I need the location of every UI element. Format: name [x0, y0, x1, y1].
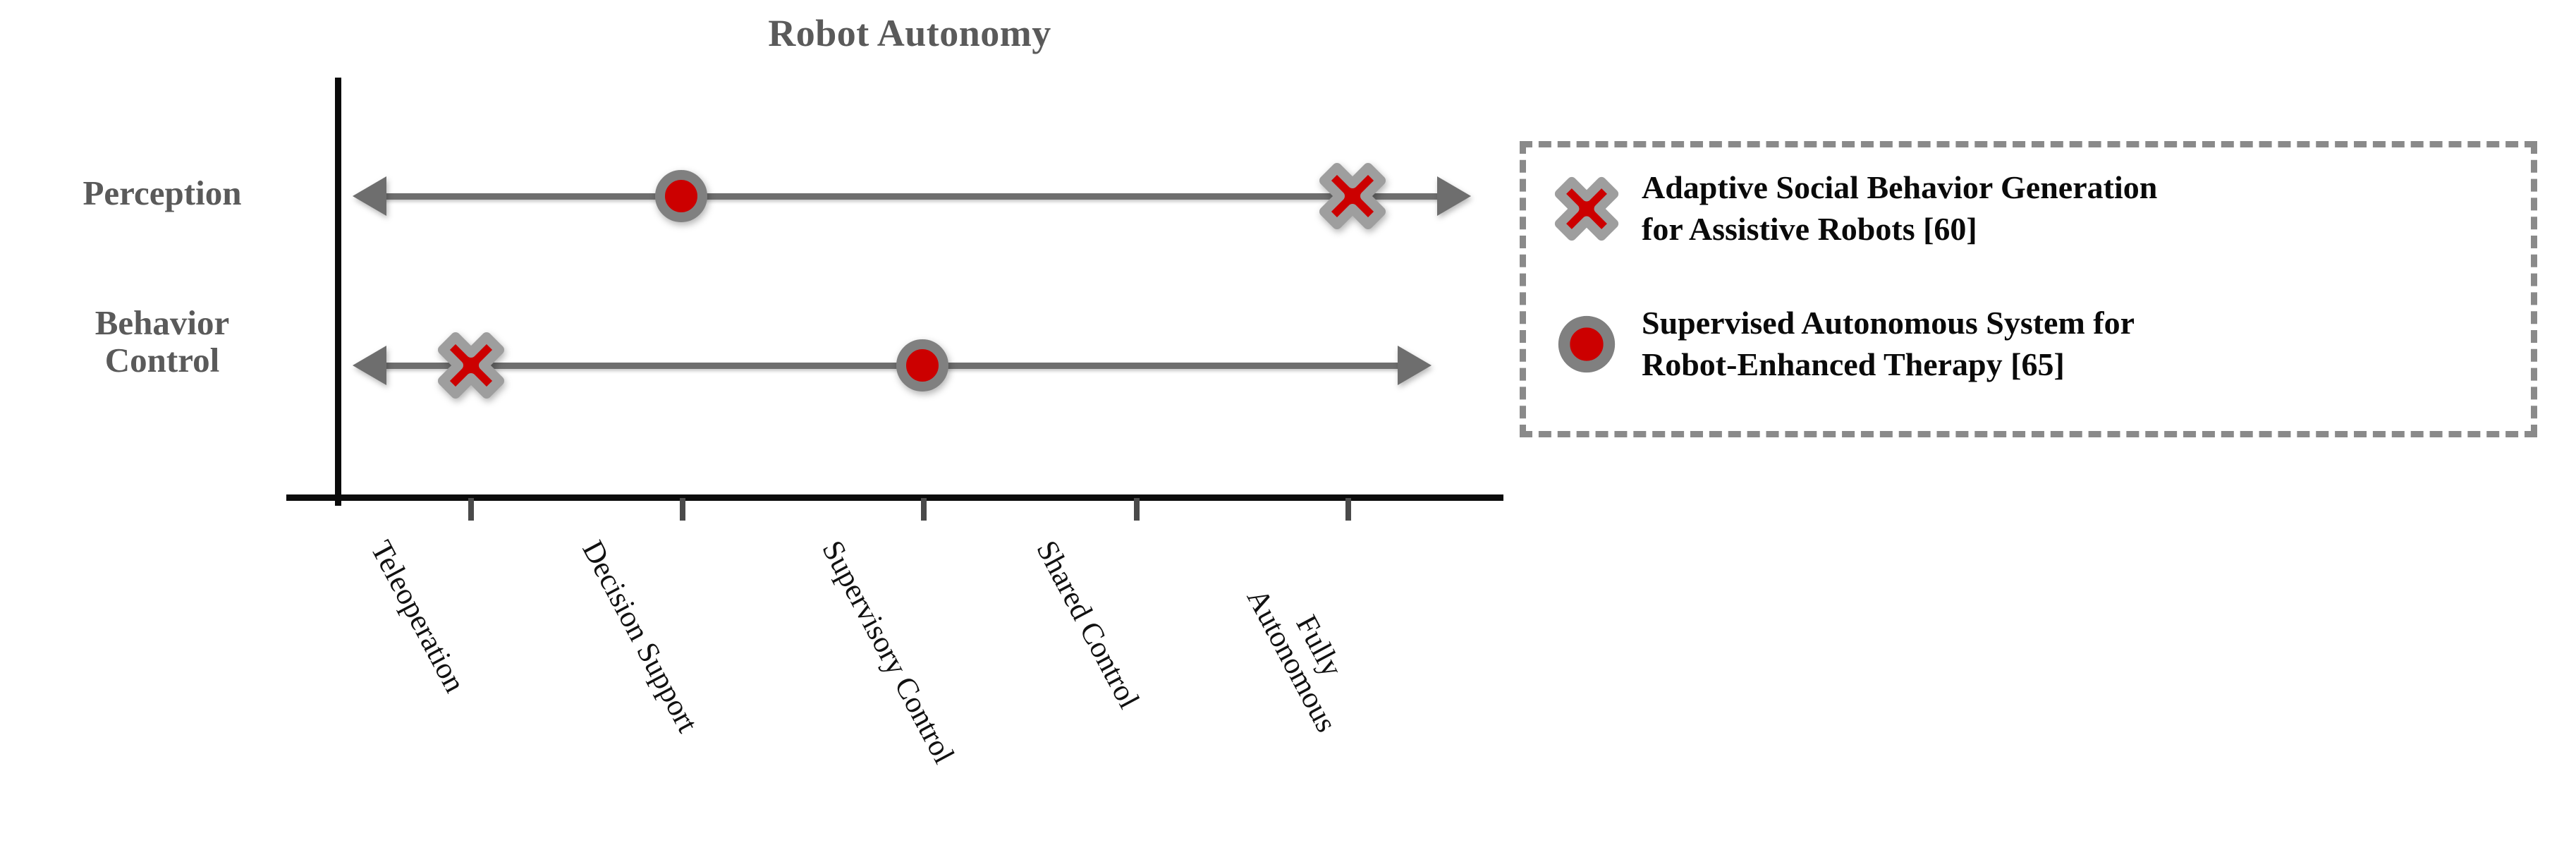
legend: Adaptive Social Behavior Generation for …: [1520, 141, 2537, 437]
y-axis-line: [335, 78, 341, 506]
page-title: Robot Autonomy: [768, 12, 1051, 54]
data-point-x-cross-behavior-teleoperation[interactable]: [436, 330, 506, 401]
range-row-perception: [353, 168, 1471, 224]
x-axis-tick-3: [1134, 498, 1140, 521]
range-shaft: [381, 363, 1403, 369]
arrow-head-left-icon: [353, 346, 386, 385]
x-axis-tick-2: [921, 498, 927, 521]
arrow-head-right-icon: [1437, 176, 1471, 216]
data-point-circle-perception-decision-support[interactable]: [653, 168, 709, 224]
arrow-head-right-icon: [1398, 346, 1432, 385]
x-axis-tick-4: [1345, 498, 1351, 521]
x-axis-tick-1: [680, 498, 685, 521]
arrow-head-left-icon: [353, 176, 386, 216]
range-row-behavior-control: [353, 337, 1432, 394]
x-tick-label-supervisory-control: Supervisory Control: [815, 535, 961, 770]
filled-circle-icon: [1547, 313, 1626, 375]
data-point-x-cross-perception-fully-autonomous[interactable]: [1317, 161, 1388, 231]
legend-item-adaptive-social-behavior[interactable]: Adaptive Social Behavior Generation for …: [1547, 167, 2157, 250]
x-tick-label-decision-support: Decision Support: [575, 535, 704, 738]
legend-item-supervised-autonomous-system[interactable]: Supervised Autonomous System for Robot-E…: [1547, 303, 2135, 386]
legend-item-label: Supervised Autonomous System for Robot-E…: [1642, 305, 2135, 382]
y-category-perception: Perception: [83, 174, 242, 212]
y-category-behavior-control: Behavior Control: [94, 303, 230, 380]
x-tick-label-fully-autonomous: Fully Autonomous: [1240, 583, 1349, 738]
x-axis-line: [286, 494, 1503, 501]
x-tick-label-teleoperation: Teleoperation: [364, 535, 472, 698]
data-point-circle-behavior-supervisory-control[interactable]: [894, 337, 951, 394]
x-tick-label-shared-control: Shared Control: [1030, 535, 1146, 715]
legend-item-label: Adaptive Social Behavior Generation for …: [1642, 169, 2158, 247]
x-axis-tick-0: [468, 498, 474, 521]
range-shaft: [381, 193, 1443, 200]
x-cross-icon: [1547, 175, 1626, 243]
